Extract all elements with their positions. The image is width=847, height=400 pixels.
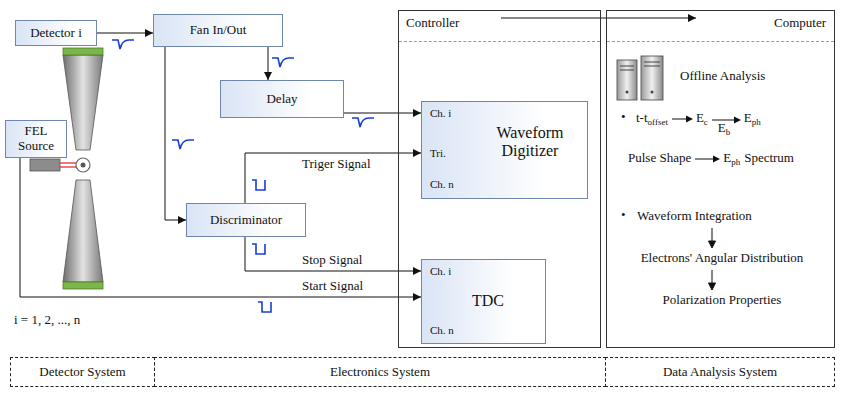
analysis-text: Spectrum [744,150,794,165]
flow-arrow [671,114,693,124]
box-text: Tri. [430,147,446,160]
box-text: Ch. n [430,178,454,191]
arrow-with-note: Eb [708,111,744,127]
system-band: Electronics System [154,357,606,387]
header-divider [607,41,834,42]
box-text: Detector System [39,365,125,380]
detector-box: Detector i [15,20,97,46]
signal-label: Triger Signal [300,156,373,171]
box-text: Ch. i [430,265,451,278]
header-divider [399,41,600,42]
analysis-text: offset [648,117,668,127]
signal-label: Stop Signal [300,252,364,267]
annotation-text: i = 1, 2, ..., n [14,312,80,328]
delay-box: Delay [220,80,344,118]
arrow-note: Eb [718,120,730,140]
box-text: Ch. i [430,107,451,120]
annotation-text: Waveform Integration [637,208,752,224]
box-text: Discriminator [210,213,282,228]
box-text: Electronics System [330,365,430,380]
signal-connector [165,47,186,220]
annotation-text: Offline Analysis [680,68,765,84]
digitizer-box: Ch. i Tri. Ch. n Waveform Digitizer [421,101,588,199]
signal-connector [344,113,421,114]
analysis-text: E [718,120,726,135]
analysis-text: ph [731,157,740,167]
analysis-text: t-t [636,110,648,125]
box-text: TDC [472,292,504,310]
signal-connector [97,33,153,34]
flow-arrow-shaft [672,119,687,120]
discriminator-box: Discriminator [186,203,306,237]
signal-connector [20,158,421,297]
analysis-text: b [726,127,731,137]
flow-arrow-head [734,117,741,124]
controller-frame: ControllerCh. i Tri. Ch. n Waveform Digitiz… [398,10,601,348]
annotation-text: • [621,207,626,223]
flow-arrow [694,154,720,164]
flow-arrow-head [713,156,720,163]
box-text: Fan In/Out [190,23,247,38]
source-box: FEL Source [5,120,67,158]
analysis-row: Pulse Shape Eph Spectrum [628,150,794,170]
signal-label: Start Signal [300,278,365,293]
fan-box: Fan In/Out [153,14,283,47]
annotation-text: Polarization Properties [663,292,782,308]
analysis-text: E [696,110,704,125]
system-band: Detector System [10,357,155,387]
analysis-text: c [704,117,708,127]
flow-arrow-head [686,116,693,123]
signal-connector [245,153,421,203]
signal-connector [268,47,269,80]
computer-icons [617,56,663,100]
box-text: Computer [774,16,826,31]
box-text: Waveform Digitizer [478,124,582,161]
flow-arrow-shaft [695,159,714,160]
box-text: Data Analysis System [663,365,777,380]
box-text: Ch. n [430,324,454,337]
signal-connector [245,237,421,271]
box-text: Delay [266,92,297,107]
annotation-text: Electrons' Angular Distribution [641,250,804,266]
box-text: FEL Source [10,124,62,154]
system-band: Data Analysis System [605,357,835,387]
flow-arrow [711,115,741,125]
tdc-box: Ch. i Ch. n TDC [421,259,546,344]
box-text: Controller [406,16,459,31]
analysis-text: Pulse Shape [628,150,691,165]
annotation-text: • [621,109,626,125]
signal-connector [501,18,696,19]
analysis-row: t-toffsetEcEbEph [636,110,761,130]
box-text: Detector i [30,26,82,41]
analysis-text: E [744,110,752,125]
analysis-text: E [723,150,731,165]
analysis-text: ph [752,117,761,127]
detector-illustration [30,48,103,289]
